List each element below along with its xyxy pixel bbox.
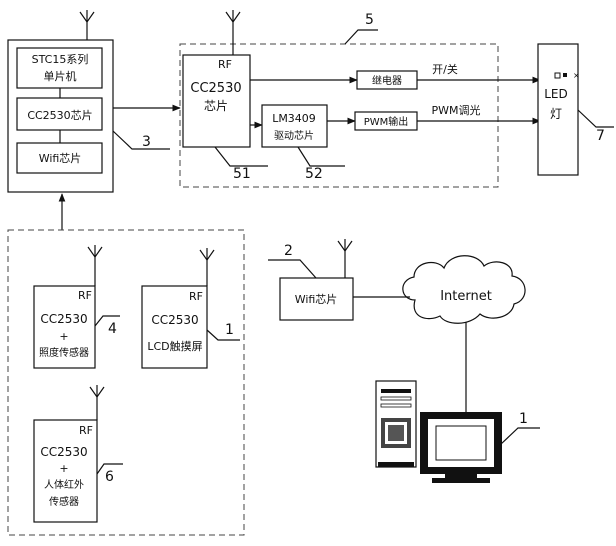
led-label-2: 灯 — [550, 107, 562, 121]
ir-sensor-box — [33, 419, 98, 523]
lcd-rf: RF — [189, 290, 203, 303]
ref-2-leader — [268, 259, 317, 279]
onoff-label: 开/关 — [432, 62, 458, 76]
ref-51-leader — [214, 146, 268, 167]
remote-wifi-box — [279, 277, 354, 321]
ref-5-leader — [344, 29, 378, 45]
ref-3-leader — [112, 130, 170, 150]
ir-sensor-rf: RF — [79, 424, 93, 437]
ref-4-leader — [94, 315, 120, 327]
ref-52: 52 — [305, 166, 323, 182]
ir-sensor-line-3: 人体红外 — [44, 478, 84, 491]
ref-4: 4 — [108, 321, 117, 337]
module5-dashed-border — [179, 43, 499, 188]
stc15-box — [16, 47, 103, 89]
light-sensor-line-1: CC2530 — [40, 312, 87, 326]
light-sensor-line-3: 照度传感器 — [39, 346, 89, 359]
lcd-line-1: CC2530 — [151, 313, 198, 327]
ref-6: 6 — [105, 469, 114, 485]
cc2530-main-label-1: CC2530 — [190, 81, 241, 96]
ref-7-leader — [577, 109, 614, 128]
light-sensor-box — [33, 285, 96, 369]
led-label-1: LED — [544, 87, 568, 101]
remote-wifi-node: Wifi芯片 2 — [268, 239, 354, 321]
light-sensor-rf: RF — [78, 289, 92, 302]
pwm-dimming-label: PWM调光 — [431, 103, 480, 117]
ir-sensor-node: RF CC2530 + 人体红外 传感器 6 — [33, 385, 123, 523]
hub-cc2530-box — [16, 97, 103, 131]
hub-cc2530-label: CC2530芯片 — [27, 108, 92, 122]
computer: 1 — [375, 380, 540, 483]
led-lamp: × LED 灯 7 — [537, 43, 614, 176]
led-box — [537, 43, 579, 176]
ir-sensor-line-4: 传感器 — [49, 495, 79, 508]
relay-label: 继电器 — [372, 74, 402, 87]
lcd-line-2: LCD触摸屏 — [147, 339, 202, 353]
ref-7: 7 — [596, 128, 605, 144]
lcd-node: RF CC2530 LCD触摸屏 1 — [141, 248, 240, 369]
stc15-label-1: STC15系列 — [32, 52, 89, 66]
ref-52-leader — [297, 146, 345, 167]
lcd-box — [141, 285, 208, 369]
module5: 5 RF CC2530 芯片 51 继电器 开/关 LM3409 驱动芯片 52… — [179, 10, 541, 188]
lm3409-label-1: LM3409 — [272, 112, 316, 125]
hub-antenna-head — [79, 11, 95, 24]
lm3409-label-2: 驱动芯片 — [274, 129, 314, 142]
cc2530-main-label-2: 芯片 — [204, 99, 228, 113]
ref-1-computer: 1 — [519, 411, 528, 427]
light-sensor-node: RF CC2530 + 照度传感器 4 — [33, 245, 120, 369]
pwm-output-label: PWM输出 — [364, 115, 409, 128]
hub-wifi-label: Wifi芯片 — [39, 151, 82, 165]
ref-3: 3 — [142, 134, 151, 150]
remote-wifi-label: Wifi芯片 — [295, 292, 338, 306]
ref-6-leader — [96, 463, 123, 475]
ref-51: 51 — [233, 166, 251, 182]
ir-sensor-line-1: CC2530 — [40, 445, 87, 459]
cloud-shape — [402, 255, 526, 324]
light-sensor-line-2: + — [59, 330, 68, 343]
cc2530-main-box — [182, 54, 251, 148]
ref-2: 2 — [284, 243, 293, 259]
ref-5: 5 — [365, 12, 374, 28]
ref-1-computer-leader — [499, 427, 540, 446]
cc2530-rf-label: RF — [218, 58, 232, 71]
hub-module: STC15系列 单片机 CC2530芯片 Wifi芯片 3 — [7, 10, 170, 193]
stc15-label-2: 单片机 — [44, 69, 77, 83]
internet-label: Internet — [440, 289, 492, 304]
lm3409-box — [261, 104, 328, 148]
monitor-screen — [428, 419, 494, 467]
ir-sensor-line-2: + — [59, 462, 68, 475]
ref-1-lcd-leader — [206, 329, 240, 341]
ref-1-lcd: 1 — [225, 322, 234, 338]
internet-cloud: Internet — [402, 255, 526, 324]
svg-text:×: × — [573, 71, 580, 80]
hub-wifi-box — [16, 142, 103, 174]
